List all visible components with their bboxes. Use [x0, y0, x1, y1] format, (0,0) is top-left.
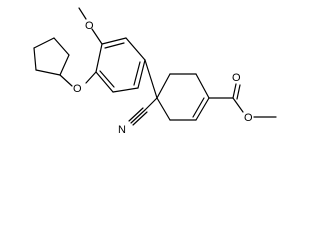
bond-nitrile-carbon [144, 97, 158, 111]
bond-cyclohexene-3 [195, 73, 210, 99]
bond-cyclohexene-6 [156, 97, 171, 121]
bond-cyclopentyl-4 [33, 47, 37, 71]
bond-ether-cyclopentyl [59, 74, 73, 87]
atom-label-nitrile-nitrogen: N [118, 124, 126, 136]
bond-methoxy-aryl [91, 28, 103, 45]
bond-aryl-5-inner [99, 70, 115, 88]
bond-nitrile-triple-b [128, 107, 144, 122]
bond-cyclopentyl-1 [59, 54, 70, 76]
bond-cyclohexene-4 [195, 97, 210, 121]
bond-aryl-quaternary [144, 59, 158, 99]
bond-aryl-1 [101, 37, 127, 45]
atom-label-methoxy-oxygen: O [85, 20, 94, 32]
atom-label-ether-oxygen: O [73, 83, 82, 95]
bond-aryl-4 [112, 87, 139, 93]
bond-cyclohexene-1 [156, 73, 171, 99]
bond-cyclopentyl-3 [33, 37, 55, 49]
bond-cyclohexene-4-inner [192, 97, 205, 118]
atom-label-layer: O O O O N [73, 20, 253, 136]
bond-cyclopentyl-2 [53, 37, 70, 56]
bond-aryl-ether [85, 71, 97, 84]
bond-aryl-1-inner [104, 42, 125, 49]
bond-nitrile-triple-c [132, 111, 148, 126]
structure-canvas: O O O O N [33, 7, 277, 136]
atom-label-ester-oxygen: O [244, 112, 253, 124]
bond-methyl-methoxy [78, 7, 87, 20]
atom-label-carbonyl-oxygen: O [232, 72, 241, 84]
bond-aryl-3-inner [133, 61, 141, 86]
structure-drawing: O O O O N [33, 7, 277, 136]
bond-aryl-2 [125, 37, 146, 61]
bond-cyclopentyl-5 [35, 69, 61, 76]
bond-carbonyl-ester-oxygen [232, 97, 244, 113]
bond-carbonyl-double-b [236, 84, 241, 100]
bond-aryl-3 [137, 59, 146, 89]
bond-layer [33, 7, 277, 126]
bond-aryl-6 [95, 43, 103, 73]
bond-aryl-5 [95, 71, 114, 93]
bond-nitrile-triple-a [130, 109, 146, 124]
bond-carbonyl-double-a [232, 83, 237, 99]
